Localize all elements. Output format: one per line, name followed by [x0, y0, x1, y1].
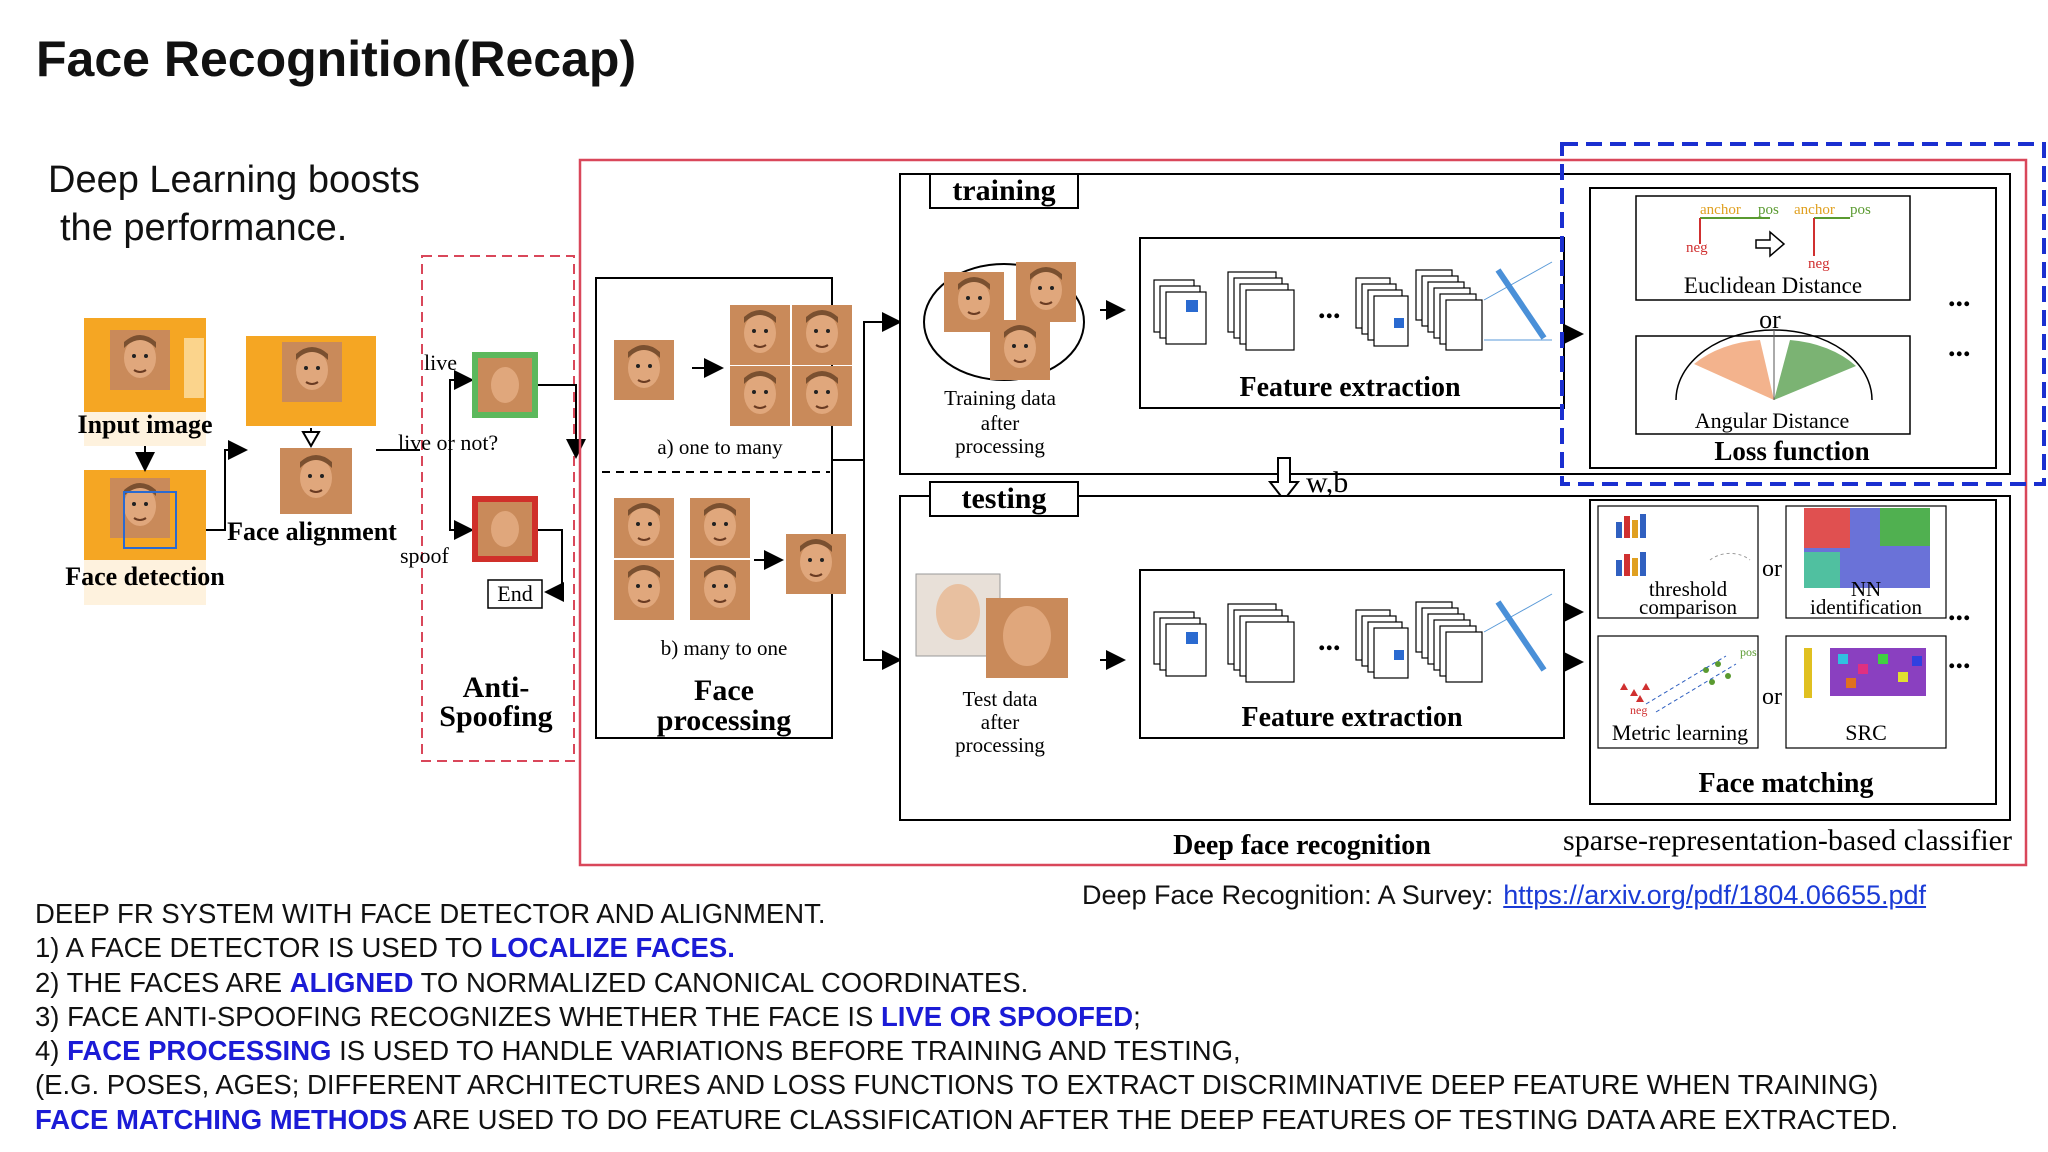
loss-ellipsis-2: ... [1948, 330, 1971, 363]
face-detection-label: Face detection [65, 562, 225, 591]
euclidean-distance-label: Euclidean Distance [1684, 273, 1862, 298]
loss-function-label: Loss function [1714, 436, 1869, 466]
face-detection-panel: Face detection [65, 470, 225, 605]
matching-or-1: or [1762, 556, 1782, 582]
src-label: SRC [1845, 720, 1887, 745]
note-line-4: 4) FACE PROCESSING IS USED TO HANDLE VAR… [35, 1035, 1241, 1067]
note-line-1: 1) A FACE DETECTOR IS USED TO LOCALIZE F… [35, 932, 735, 964]
loss-ellipsis-1: ... [1948, 280, 1971, 313]
loss-or-label: or [1759, 305, 1781, 334]
matching-ellipsis-1: ... [1948, 594, 1971, 627]
loss-highlight-border [1560, 142, 2046, 486]
metric-learning-label: Metric learning [1612, 720, 1748, 745]
anti-spoofing-border [421, 255, 575, 762]
angular-distance-label: Angular Distance [1695, 408, 1850, 433]
testing-cnn-layers [1153, 601, 1483, 683]
training-feature-extraction-label: Feature extraction [1239, 372, 1460, 403]
nn-label-2: identification [1810, 595, 1922, 619]
training-caption-3: processing [955, 434, 1045, 458]
training-caption-2: after [981, 411, 1019, 435]
src-grid [1804, 648, 1926, 698]
test-caption-1: Test data [963, 687, 1039, 711]
testing-ellipsis: ... [1318, 624, 1341, 657]
face-recognition-diagram: Input image Face detection Face alignmen… [65, 142, 2046, 867]
live-label: live [424, 350, 457, 375]
note-line-3: 3) FACE ANTI-SPOOFING RECOGNIZES WHETHER… [35, 1000, 1141, 1032]
subtitle-line-1: Deep Learning boosts [48, 159, 420, 201]
subtitle-line-2: the performance. [60, 207, 348, 249]
deep-fr-border [578, 158, 2028, 867]
live-face-sample [472, 352, 538, 418]
anti-spoofing-label-2: Spoofing [439, 700, 552, 733]
end-label: End [497, 581, 532, 606]
spoof-label: spoof [400, 543, 450, 568]
one-to-many-label: a) one to many [657, 435, 783, 459]
face-alignment-panel: Face alignment [227, 336, 397, 546]
testing-label: testing [962, 482, 1047, 515]
threshold-label-2: comparison [1639, 595, 1737, 619]
live-or-not-label: live or not? [398, 430, 498, 455]
input-image-label: Input image [77, 410, 212, 439]
wb-label: w,b [1306, 466, 1348, 499]
face-matching-label: Face matching [1699, 768, 1874, 799]
citation-link[interactable]: https://arxiv.org/pdf/1804.06655.pdf [1503, 880, 1927, 910]
slide-title: Face Recognition(Recap) [36, 31, 637, 87]
testing-feature-extraction-box [1139, 569, 1565, 739]
test-data-faces [915, 573, 1068, 678]
face-alignment-label: Face alignment [227, 517, 397, 546]
citation: Deep Face Recognition: A Survey: https://… [1082, 880, 1926, 911]
triplet-neg-1: neg [1686, 240, 1708, 256]
deep-fr-label: Deep face recognition [1173, 830, 1431, 861]
testing-feature-extraction-label: Feature extraction [1241, 702, 1462, 733]
test-caption-3: processing [955, 733, 1045, 757]
training-feature-extraction-box [1139, 237, 1565, 409]
training-ellipsis: ... [1318, 292, 1341, 325]
note-line-2: 2) THE FACES ARE ALIGNED TO NORMALIZED C… [35, 966, 1029, 998]
triplet-pos-2: pos [1850, 202, 1871, 218]
note-line-6: FACE MATCHING METHODS ARE USED TO DO FEA… [35, 1103, 1899, 1135]
citation-text: Deep Face Recognition: A Survey: [1082, 880, 1494, 910]
training-cnn-layers [1153, 269, 1483, 351]
matching-or-2: or [1762, 684, 1782, 710]
triplet-anchor-2: anchor [1794, 202, 1835, 218]
src-expansion-label: sparse-representation-based classifier [1563, 824, 2012, 857]
many-to-one-label: b) many to one [661, 636, 788, 660]
test-caption-2: after [981, 710, 1019, 734]
face-processing-label-1: Face [694, 674, 754, 707]
metric-learning-box [1597, 635, 1759, 749]
nn-label-1: NN [1851, 577, 1881, 601]
triplet-pos-1: pos [1758, 202, 1779, 218]
note-line-5: (E.G. POSES, AGES; DIFFERENT ARCHITECTUR… [35, 1069, 1879, 1101]
threshold-label-1: threshold [1649, 577, 1728, 601]
angular-distance-box [1635, 335, 1911, 435]
triplet-neg-2: neg [1808, 256, 1830, 272]
note-line-0: DEEP FR SYSTEM WITH FACE DETECTOR AND AL… [35, 898, 826, 929]
slide-subtitle: Deep Learning boosts the performance. [48, 156, 420, 252]
spoof-face-sample [472, 496, 538, 562]
threshold-bars [1616, 514, 1646, 576]
metric-neg-label: neg [1630, 703, 1647, 717]
training-label: training [952, 174, 1055, 207]
matching-ellipsis-2: ... [1948, 642, 1971, 675]
notes: DEEP FR SYSTEM WITH FACE DETECTOR AND AL… [35, 897, 1898, 1137]
input-image-panel: Input image [77, 318, 213, 452]
face-processing-label-2: processing [657, 704, 791, 737]
training-caption-1: Training data [944, 386, 1056, 410]
anti-spoofing-label-1: Anti- [463, 671, 530, 704]
triplet-anchor-1: anchor [1700, 202, 1741, 218]
metric-pos-label: pos [1740, 645, 1757, 659]
